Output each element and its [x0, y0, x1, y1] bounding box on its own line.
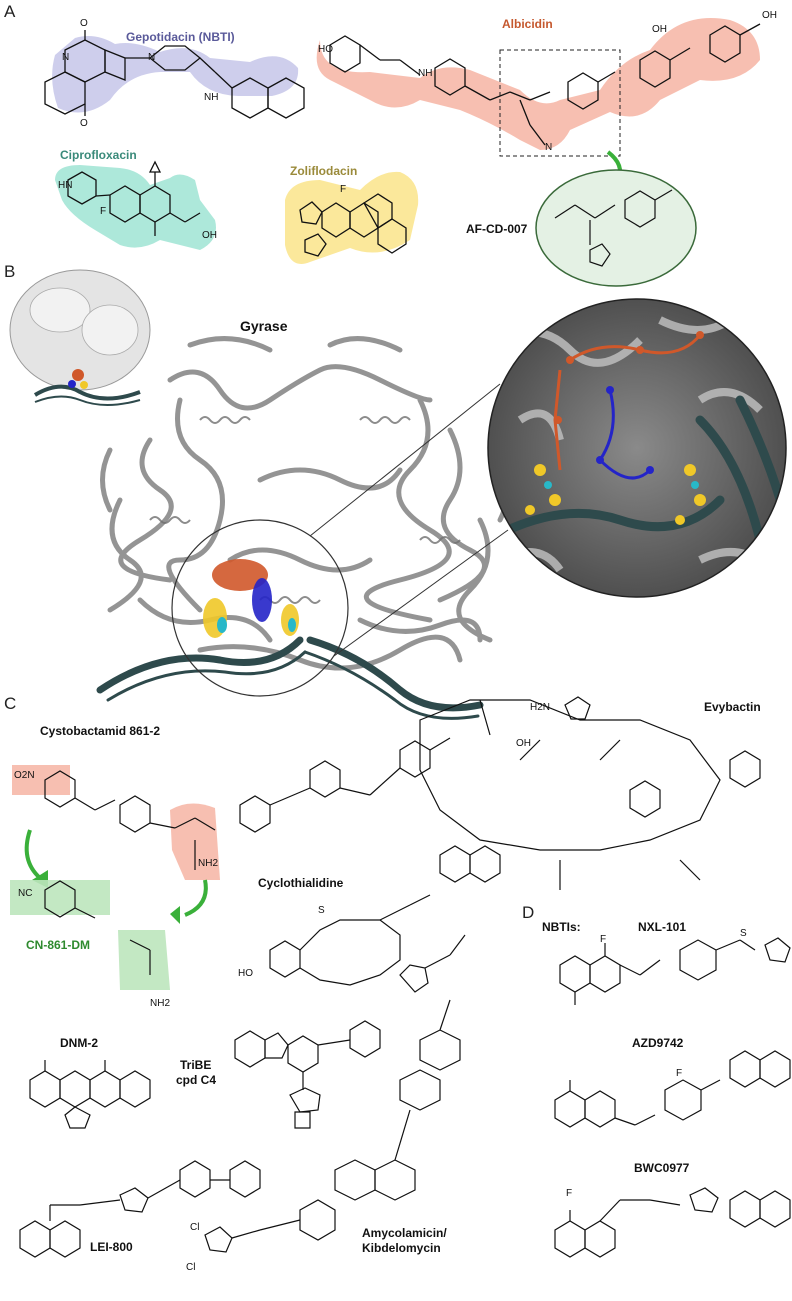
atom-ho: HO [238, 968, 253, 979]
dm-fragment-highlight [118, 930, 170, 990]
atom-f: F [100, 206, 107, 217]
atom-oh: OH [516, 738, 531, 749]
albicidin-label: Albicidin [502, 17, 553, 31]
gyrase-overview-thumbnail [9, 269, 151, 406]
af-cd-007-structure [554, 189, 673, 267]
gyrase-ligands [203, 559, 299, 638]
atom-hn: HN [58, 180, 73, 191]
af-cd-007-label: AF-CD-007 [466, 222, 528, 236]
zoliflodacin-highlight [285, 171, 419, 264]
panel-label-b: B [4, 262, 16, 281]
cystobactamid-structure [12, 737, 451, 880]
atom-s: S [318, 905, 325, 916]
atom-h2n: H2N [530, 702, 551, 713]
cyclothialidine-label: Cyclothialidine [258, 876, 344, 890]
atom-nh: NH [418, 68, 433, 79]
azd9742-label: AZD9742 [632, 1036, 684, 1050]
cn-fragment-highlight [10, 880, 110, 915]
tribe-cpd-c4-structure [234, 1020, 381, 1129]
atom-o: O [80, 118, 88, 129]
albicidin-highlight [316, 18, 760, 150]
tribe-label: TriBE [180, 1058, 212, 1072]
evybactin-structure [419, 696, 761, 890]
atom-f: F [676, 1068, 683, 1079]
tribe-cpd-label: cpd C4 [176, 1073, 217, 1087]
cn-861-dm-label: CN-861-DM [26, 938, 91, 952]
zoom-line-top [309, 383, 501, 537]
nxl-101-label: NXL-101 [638, 920, 687, 934]
atom-n: N [545, 142, 553, 153]
dnm-2-structure [29, 1060, 151, 1129]
ciprofloxacin-label: Ciprofloxacin [60, 148, 137, 162]
atom-cl: Cl [190, 1222, 200, 1233]
atom-o: O [80, 18, 88, 29]
nxl-101-structure [559, 937, 791, 1005]
atom-f: F [340, 184, 347, 195]
atom-oh: OH [652, 24, 667, 35]
gepotidacin-label: Gepotidacin (NBTI) [126, 30, 235, 44]
atom-ho: HO [318, 44, 333, 55]
zoliflodacin-structure [285, 171, 419, 264]
atom-f: F [600, 934, 607, 945]
atom-nc: NC [18, 888, 33, 899]
atom-oh: OH [762, 10, 777, 21]
atom-nh2: NH2 [198, 858, 219, 869]
cystobactamid-arrow-right [184, 879, 208, 917]
bwc0977-structure [554, 1187, 791, 1258]
gepotidacin-structure [44, 30, 305, 119]
cystobactamid-arrow-left [24, 829, 42, 880]
cystobactamid-label: Cystobactamid 861-2 [40, 724, 161, 738]
evybactin-label: Evybactin [704, 700, 761, 714]
lei-800-label: LEI-800 [90, 1240, 133, 1254]
nbtis-label: NBTIs: [542, 920, 581, 934]
amycolamicin-structure [204, 999, 461, 1253]
panel-label-c: C [4, 694, 17, 713]
albicidin-structure [316, 18, 761, 150]
cystobactamid-highlight-nitro [12, 765, 70, 795]
atom-s: S [740, 928, 747, 939]
dnm-2-label: DNM-2 [60, 1036, 98, 1050]
gepotidacin-highlight [52, 36, 299, 113]
atom-nh2: NH2 [150, 998, 171, 1009]
gyrase-label: Gyrase [240, 318, 288, 334]
cyclothialidine-structure [269, 894, 466, 993]
atom-oh: OH [202, 230, 217, 241]
azd9742-structure [554, 1050, 791, 1128]
zoomed-binding-site-border [487, 298, 787, 598]
zoom-line-bottom [333, 529, 509, 657]
amycolamicin-label: Amycolamicin/ [362, 1226, 447, 1240]
bwc0977-label: BWC0977 [634, 1161, 690, 1175]
panel-label-a: A [4, 2, 16, 21]
cystobactamid-arrow-right-head [170, 906, 180, 924]
ciprofloxacin-structure [55, 160, 216, 250]
atom-nh: NH [204, 92, 219, 103]
lei-800-structure [19, 1160, 261, 1258]
atom-o2n: O2N [14, 770, 35, 781]
atom-n: N [62, 52, 70, 63]
gyrase-binding-site-circle [171, 519, 349, 697]
atom-cl: Cl [186, 1262, 196, 1273]
kibdelomycin-label: Kibdelomycin [362, 1241, 441, 1255]
atom-n: N [148, 52, 156, 63]
zoliflodacin-label: Zoliflodacin [290, 164, 358, 178]
albicidin-dashed-box [499, 49, 621, 157]
cn-861-dm-fragments [10, 880, 170, 990]
panel-label-d: D [522, 903, 535, 922]
atom-f: F [566, 1188, 573, 1199]
ciprofloxacin-highlight [55, 165, 216, 250]
